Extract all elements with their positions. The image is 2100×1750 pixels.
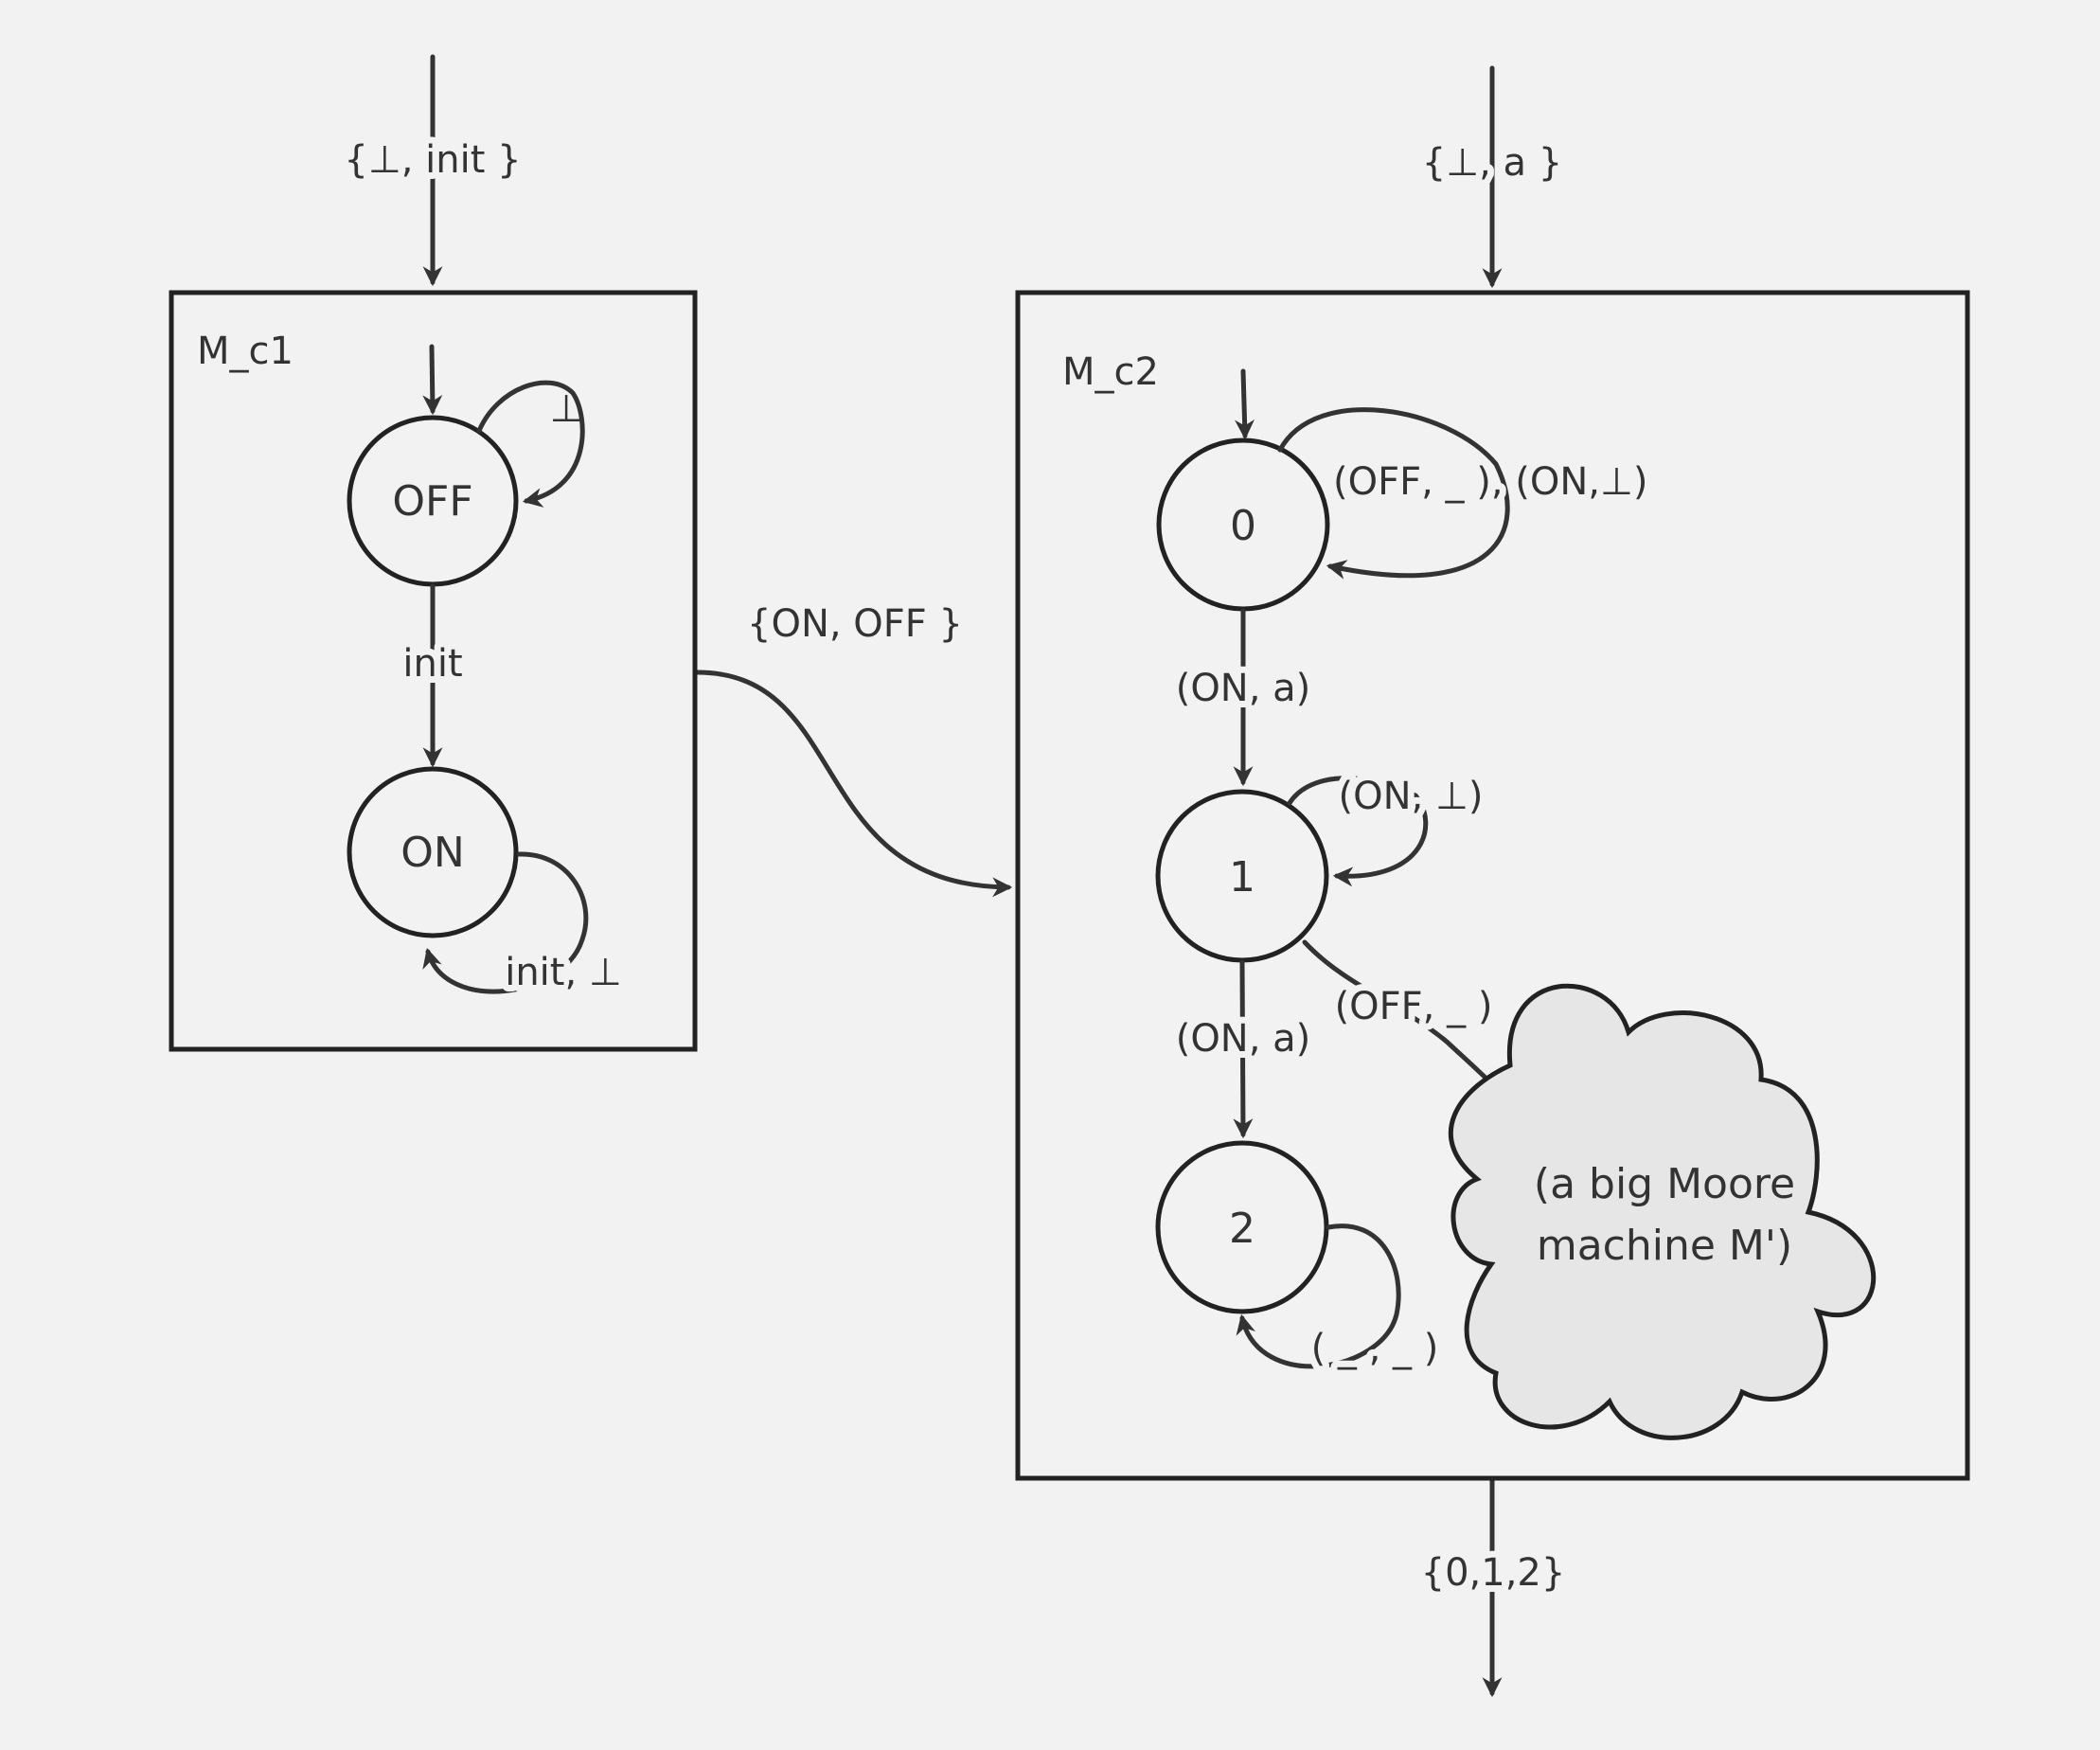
state-on-label: ON <box>400 829 465 877</box>
s1-to-s2-edge <box>1233 959 1254 1139</box>
s0-self-loop-label: (OFF, _ ), (ON,⊥) <box>1333 460 1647 504</box>
s2-self-loop <box>1236 1223 1401 1369</box>
s1-self-loop-label: (ON, ⊥) <box>1339 775 1484 818</box>
s0-self-loop <box>1277 407 1510 580</box>
s2-self-loop-label: ( _ , _ ) <box>1311 1327 1439 1370</box>
big-moore-machine-cloud <box>1448 983 1877 1440</box>
s1-to-s2-label: (ON, a) <box>1176 1017 1311 1061</box>
cloud-label-line2: machine M') <box>1537 1222 1792 1270</box>
mc1-initial-arrow <box>422 344 443 416</box>
state-1-label: 1 <box>1229 853 1255 902</box>
mc1-box <box>169 290 698 1052</box>
on-self-loop-label: init, ⊥ <box>505 951 622 994</box>
on-self-loop <box>422 851 589 994</box>
s1-to-cloud-label: (OFF, _ ) <box>1335 985 1493 1028</box>
mc2-input-label: {⊥, a } <box>1422 141 1562 185</box>
machine-mc1: M_c1 OFF ⊥ init ON init, ⊥ <box>169 290 698 1052</box>
state-2-label: 2 <box>1229 1205 1255 1253</box>
off-to-on-label: init <box>402 642 462 686</box>
state-on <box>347 766 519 938</box>
mc1-title: M_c1 <box>197 330 294 373</box>
off-self-loop <box>476 380 585 508</box>
s1-self-loop <box>1287 776 1429 887</box>
mc2-box <box>1015 290 1970 1481</box>
state-off-label: OFF <box>392 477 472 526</box>
mc2-initial-arrow <box>1235 368 1255 440</box>
s1-to-cloud-edge <box>1302 939 1504 1098</box>
off-self-loop-label: ⊥ <box>550 387 583 431</box>
mc1-input-label: {⊥, init } <box>344 138 521 182</box>
between-machines-label: {ON, OFF } <box>747 602 963 646</box>
state-0-label: 0 <box>1230 502 1256 550</box>
machine-mc2: M_c2 0 (OFF, _ ), (ON,⊥) (ON, a) 1 (ON, … <box>1015 290 1970 1481</box>
cloud-label-line1: (a big Moore <box>1534 1160 1795 1208</box>
mc2-title: M_c2 <box>1062 350 1159 394</box>
mc1-to-mc2-arrow <box>694 670 1013 898</box>
s0-to-s1-label: (ON, a) <box>1176 667 1311 710</box>
output-label: {0,1,2} <box>1421 1551 1566 1595</box>
